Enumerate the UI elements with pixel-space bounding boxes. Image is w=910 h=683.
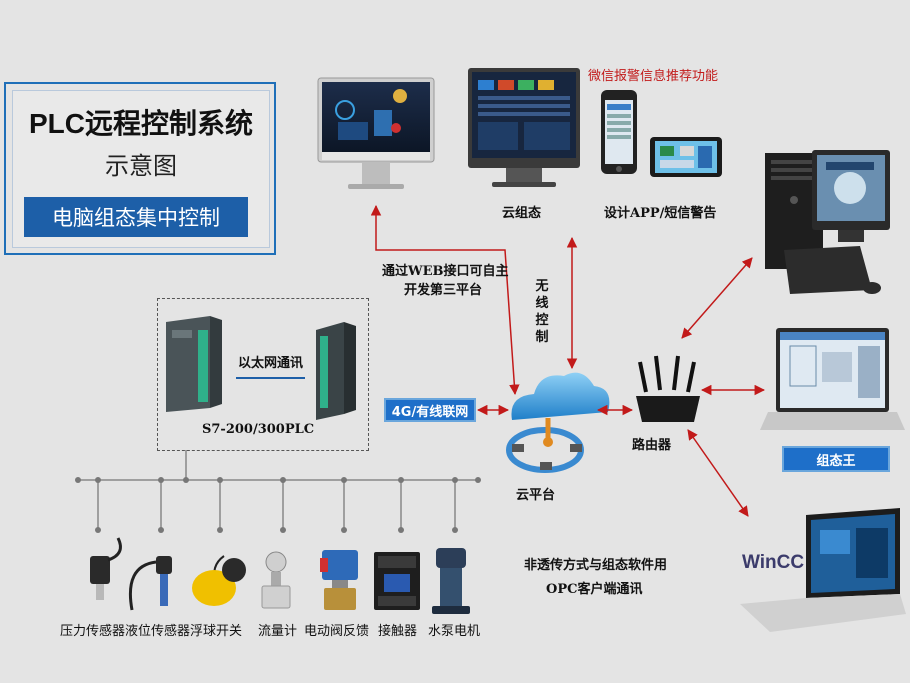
page-title: PLC远程控制系统 [28, 108, 253, 139]
web-interface-label-1: 通过WEB接口可自主 [382, 264, 509, 279]
app-design-label: 设计APP/短信警告 [604, 206, 717, 221]
opc-label-1: 非透传方式与组态软件用 [524, 558, 668, 573]
plc-module-s7-icon [166, 316, 222, 412]
plc-model-label: S7-200/300PLC [202, 422, 315, 437]
page-subtitle: 示意图 [105, 152, 177, 180]
cloud-config-label: 云组态 [502, 206, 542, 221]
network-badge: 4G/有线联网 [384, 398, 476, 422]
web-interface-label-2: 开发第三平台 [404, 283, 483, 298]
kingview-badge: 组态王 [782, 446, 890, 472]
device-label: 浮球开关 [190, 624, 243, 639]
plc-group-box [157, 298, 369, 451]
float-switch-icon [192, 555, 246, 606]
contactor-icon [374, 552, 420, 610]
device-label: 水泵电机 [428, 624, 481, 639]
monitor-scada-icon [468, 68, 580, 187]
device-label: 压力传感器 [60, 624, 126, 639]
tablet-icon [650, 137, 722, 177]
laptop-kingview-icon [760, 328, 905, 430]
wireless-control-label: 无线控制 [535, 279, 549, 345]
device-label: 流量计 [258, 624, 298, 639]
device-label: 液位传感器 [125, 624, 191, 639]
electric-valve-icon [320, 550, 358, 610]
level-sensor-icon [128, 556, 172, 611]
cloud-platform-label: 云平台 [516, 488, 556, 503]
ethernet-label: 以太网通讯 [238, 356, 304, 371]
desktop-pc-icon [765, 150, 890, 294]
monitor-dashboard-icon [317, 77, 435, 189]
device-label: 接触器 [378, 624, 418, 639]
laptop-wincc-icon [740, 508, 906, 632]
plc-module-expansion-icon [316, 322, 356, 420]
router-icon [636, 355, 700, 422]
pressure-sensor-icon [90, 537, 122, 600]
wincc-logo: WinCC [742, 552, 805, 573]
wechat-alarm-label: 微信报警信息推荐功能 [588, 69, 719, 84]
smartphone-icon [601, 90, 637, 174]
title-frame-outer [4, 82, 276, 255]
water-pump-motor-icon [432, 548, 470, 614]
router-label: 路由器 [632, 438, 672, 453]
cloud-platform-icon [506, 372, 610, 473]
device-label: 电动阀反馈 [304, 624, 370, 639]
field-drop-lines [97, 480, 456, 528]
opc-label-2: OPC客户端通讯 [546, 582, 643, 597]
title-band: 电脑组态集中控制 [24, 197, 248, 237]
network-arrows [370, 204, 766, 517]
flow-meter-icon [261, 551, 291, 609]
